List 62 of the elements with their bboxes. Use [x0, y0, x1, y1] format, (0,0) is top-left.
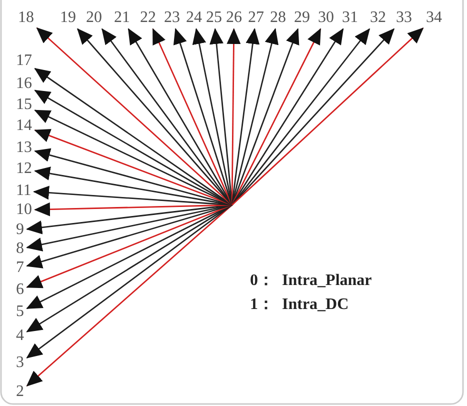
mode-number: 15 [16, 97, 32, 113]
mode-number: 7 [16, 260, 24, 276]
mode-number: 19 [60, 10, 76, 26]
mode-number: 17 [16, 53, 32, 69]
mode-number: 9 [16, 222, 24, 238]
mode-number: 28 [270, 10, 286, 26]
mode-number: 12 [16, 161, 32, 177]
direction-mode-arrow [102, 28, 233, 206]
direction-mode-arrow [173, 28, 233, 206]
mode-number: 2 [16, 384, 24, 400]
direction-mode-arrow [34, 110, 232, 206]
mode-number: 24 [186, 10, 202, 26]
direction-mode-arrow [77, 28, 233, 206]
mode-number: 26 [226, 10, 242, 26]
mode-number: 22 [140, 10, 156, 26]
direction-mode-arrow [152, 28, 233, 206]
mode-number: 21 [114, 10, 130, 26]
mode-number: 16 [16, 76, 32, 92]
mode-number: 25 [206, 10, 222, 26]
mode-number: 5 [16, 304, 24, 320]
mode-number: 6 [16, 282, 24, 298]
mode-number: 3 [16, 355, 24, 371]
direction-mode-arrow [26, 204, 232, 268]
direction-mode-arrow [26, 204, 232, 332]
direction-mode-arrow [231, 28, 300, 206]
direction-mode-arrow [26, 204, 232, 310]
direction-mode-arrow [128, 28, 233, 206]
mode-number: 11 [16, 183, 32, 199]
mode-number: 4 [16, 328, 24, 344]
direction-mode-arrow [34, 128, 232, 206]
mode-number: 23 [164, 10, 180, 26]
direction-mode-arrow [26, 204, 232, 288]
mode-number: 18 [18, 10, 34, 26]
mode-number: 32 [370, 10, 386, 26]
direction-mode-arrow [34, 202, 232, 216]
mode-number: 29 [294, 10, 310, 26]
mode-number: 31 [342, 10, 358, 26]
mode-number: 14 [16, 118, 32, 134]
direction-mode-arrow [34, 90, 232, 206]
mode-legend-text: 1： Intra_DC [250, 295, 349, 315]
direction-mode-arrow [232, 28, 424, 206]
direction-mode-arrow [34, 68, 232, 206]
direction-mode-arrow [26, 204, 232, 386]
direction-mode-arrow [26, 204, 232, 252]
direction-mode-arrow [231, 28, 344, 206]
direction-mode-arrow [33, 186, 232, 206]
direction-mode-arrow [34, 166, 232, 206]
mode-number: 34 [426, 10, 442, 26]
mode-number: 13 [16, 140, 32, 156]
direction-mode-arrow [26, 204, 232, 358]
mode-number: 10 [16, 202, 32, 218]
direction-mode-arrow [231, 28, 278, 206]
mode-legend-text: 0： Intra_Planar [250, 271, 372, 291]
direction-mode-arrow [231, 28, 260, 206]
direction-mode-arrow [231, 28, 322, 206]
mode-number: 20 [86, 10, 102, 26]
mode-number: 8 [16, 241, 24, 257]
mode-number: 30 [318, 10, 334, 26]
direction-mode-arrow [36, 27, 232, 206]
direction-mode-arrow [192, 28, 233, 206]
mode-number: 33 [396, 10, 412, 26]
mode-number: 27 [248, 10, 264, 26]
